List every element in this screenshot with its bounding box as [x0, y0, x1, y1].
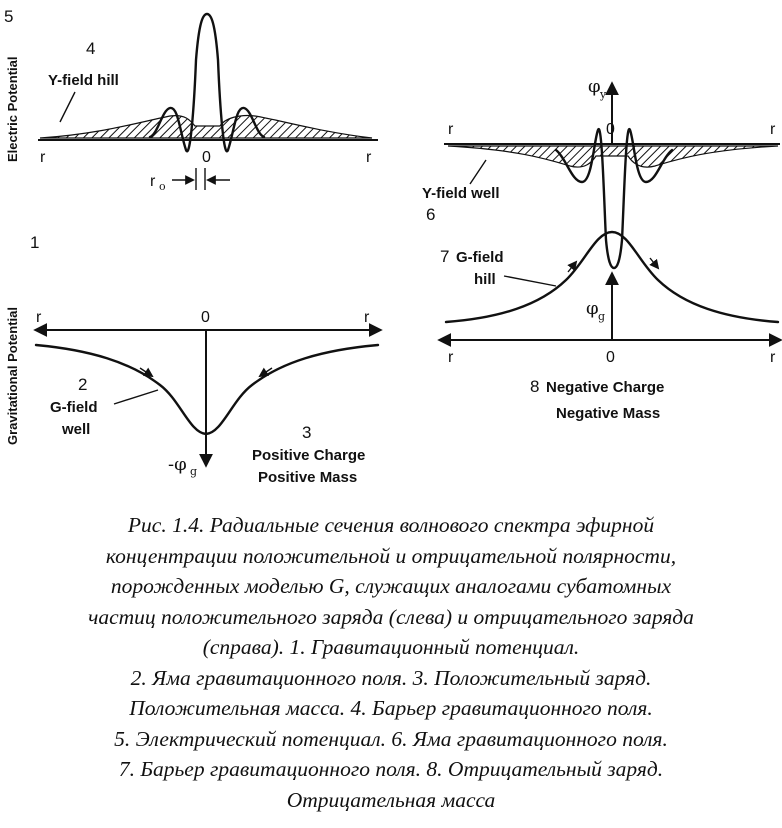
ro-sub: o — [159, 180, 166, 193]
right-bottom-origin: 0 — [606, 349, 615, 366]
g-field-well-curve — [34, 343, 380, 436]
electric-potential-well — [554, 128, 674, 270]
neg-phi-g-label: -φ — [168, 454, 187, 475]
label-6: 6 — [426, 205, 435, 224]
left-top-origin: 0 — [202, 149, 211, 166]
gravitational-potential-label: Gravitational Potential — [5, 307, 20, 445]
left-bottom-r-left: r — [36, 309, 42, 326]
y-field-hill-area — [39, 114, 373, 139]
y-field-hill-label: Y-field hill — [48, 72, 119, 89]
right-top-r-left: r — [448, 121, 454, 138]
label-1: 1 — [30, 233, 39, 252]
phi-y-label: φ — [588, 76, 601, 97]
caption-line: Отрицательная масса — [286, 787, 496, 812]
positive-charge-label: Positive Charge — [252, 447, 365, 464]
label-4: 4 — [86, 39, 95, 58]
right-top-origin: 0 — [606, 121, 615, 138]
g-field-well-label-1: G-field — [50, 399, 98, 416]
caption-line: 5. Электрический потенциал. 6. Яма грави… — [114, 726, 668, 751]
g-field-well-label-2: well — [61, 421, 90, 438]
electric-potential-peak — [148, 12, 266, 153]
caption-line: частиц положительного заряда (слева) и о… — [88, 604, 694, 629]
negative-mass-label: Negative Mass — [556, 405, 660, 422]
label-8: 8 — [530, 377, 539, 396]
phi-g-label: φ — [586, 298, 599, 319]
y-field-well-label: Y-field well — [422, 185, 500, 202]
label-5: 5 — [4, 7, 13, 26]
g-well-arrow-left — [139, 367, 154, 378]
g-hill-arrow-right — [649, 257, 660, 270]
caption-line: концентрации положительной и отрицательн… — [105, 543, 677, 568]
figure-caption: Рис. 1.4. Радиальные сечения волнового с… — [10, 510, 772, 815]
left-bottom-r-right: r — [364, 309, 370, 326]
caption-line: 7. Барьер гравитационного поля. 8. Отриц… — [118, 757, 664, 781]
g-field-hill-pointer — [503, 275, 557, 287]
g-well-arrow-right — [258, 367, 273, 378]
y-field-well-pointer — [469, 159, 487, 185]
y-field-well-area — [447, 145, 779, 168]
caption-line: (справа). 1. Гравитационный потенциал. — [202, 635, 580, 659]
label-3: 3 — [302, 423, 311, 442]
g-field-hill-label-2: hill — [474, 271, 496, 288]
right-bottom-r-right: r — [770, 349, 776, 366]
left-bottom-origin: 0 — [201, 309, 210, 326]
left-top-r-left: r — [40, 149, 46, 166]
ro-label: r — [150, 173, 156, 190]
g-field-well-pointer — [113, 389, 159, 405]
electric-potential-label: Electric Potential — [5, 57, 20, 162]
neg-phi-g-sub: g — [190, 465, 197, 478]
caption-line: Положительная масса. 4. Барьер гравитаци… — [129, 696, 653, 720]
g-hill-arrow-left — [567, 260, 578, 273]
g-field-hill-curve — [444, 230, 780, 324]
right-top-r-right: r — [770, 121, 776, 138]
positive-mass-label: Positive Mass — [258, 469, 357, 486]
phi-y-sub: y — [599, 88, 607, 101]
right-bottom-r-left: r — [448, 349, 454, 366]
figure-diagram: Electric Potential Gravitational Potenti… — [4, 7, 782, 486]
negative-charge-label: Negative Charge — [546, 379, 664, 396]
caption-line: порожденных моделью G, служащих аналогам… — [110, 574, 672, 598]
label-2: 2 — [78, 375, 87, 394]
label-7: 7 — [440, 247, 449, 266]
left-top-r-right: r — [366, 149, 372, 166]
caption-line: 2. Яма гравитационного поля. 3. Положите… — [130, 665, 652, 690]
caption-line: Рис. 1.4. Радиальные сечения волнового с… — [127, 513, 655, 537]
phi-g-sub: g — [598, 310, 605, 323]
g-field-hill-label-1: G-field — [456, 249, 504, 266]
y-field-hill-pointer — [59, 91, 76, 123]
